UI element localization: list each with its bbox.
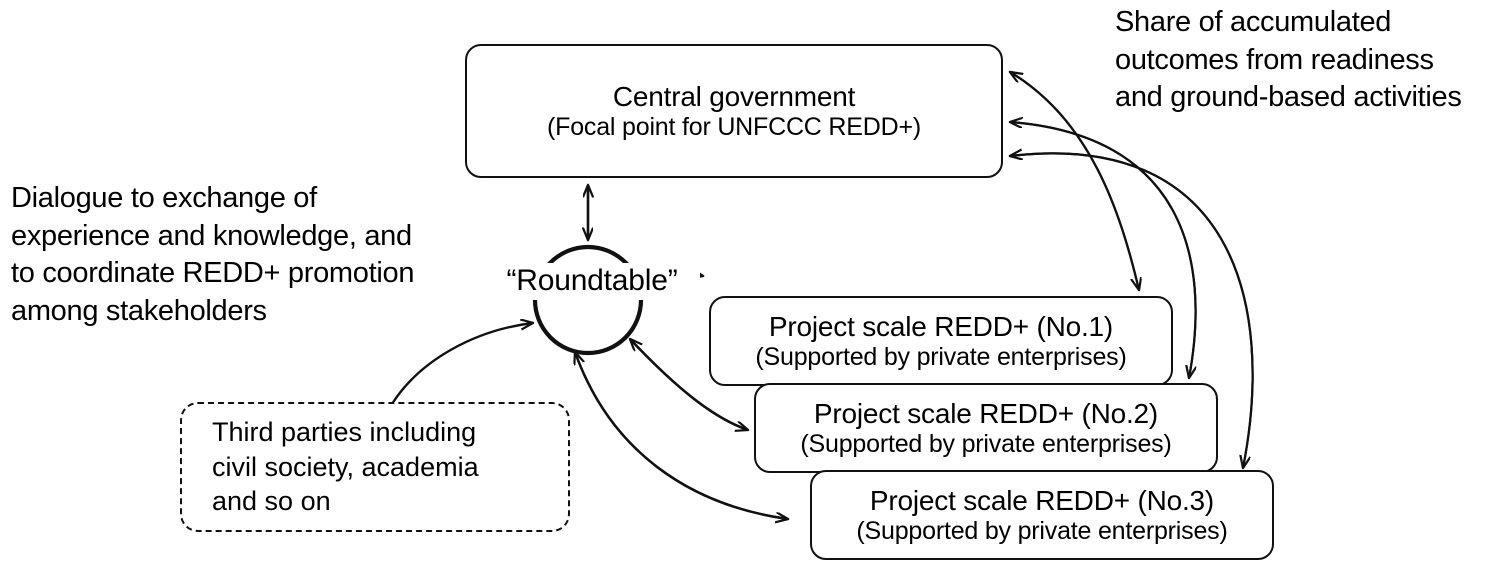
left-note-line-4: among stakeholders (11, 295, 267, 328)
roundtable-label[interactable]: “Roundtable” (484, 263, 700, 300)
third-parties-line-2: civil society, academia (212, 451, 479, 482)
left-note-line-1: Dialogue to exchange of (11, 182, 317, 214)
edge-thirdparties-roundtable (390, 323, 533, 405)
left-note-line-2: experience and knowledge, and (11, 219, 412, 252)
node-project-3[interactable]: Project scale REDD+ (No.3) (Supported by… (810, 470, 1274, 560)
third-parties-line-3: and so on (212, 486, 331, 517)
project-2-title: Project scale REDD+ (No.2) (813, 398, 1159, 430)
node-central-government[interactable]: Central government (Focal point for UNFC… (465, 44, 1003, 178)
central-government-subtitle: (Focal point for UNFCCC REDD+) (547, 112, 921, 141)
project-1-title: Project scale REDD+ (No.1) (768, 311, 1114, 343)
project-1-subtitle: (Supported by private enterprises) (755, 342, 1127, 371)
annotation-right-note: Share of accumulated outcomes from readi… (1115, 4, 1462, 117)
node-third-parties[interactable]: Third parties including civil society, a… (180, 402, 570, 532)
right-note-line-2: outcomes from readiness (1115, 43, 1434, 76)
node-project-1[interactable]: Project scale REDD+ (No.1) (Supported by… (709, 296, 1173, 386)
central-government-title: Central government (612, 81, 856, 113)
project-3-subtitle: (Supported by private enterprises) (856, 516, 1228, 545)
annotation-left-note: Dialogue to exchange of experience and k… (11, 180, 414, 331)
left-note-line-3: to coordinate REDD+ promotion (11, 257, 415, 290)
right-note-line-3: and ground-based activities (1115, 81, 1462, 114)
third-parties-line-1: Third parties including (212, 417, 477, 448)
node-project-2[interactable]: Project scale REDD+ (No.2) (Supported by… (754, 383, 1218, 473)
project-3-title: Project scale REDD+ (No.3) (869, 485, 1215, 517)
project-2-subtitle: (Supported by private enterprises) (800, 429, 1172, 458)
right-note-line-1: Share of accumulated (1115, 6, 1392, 38)
